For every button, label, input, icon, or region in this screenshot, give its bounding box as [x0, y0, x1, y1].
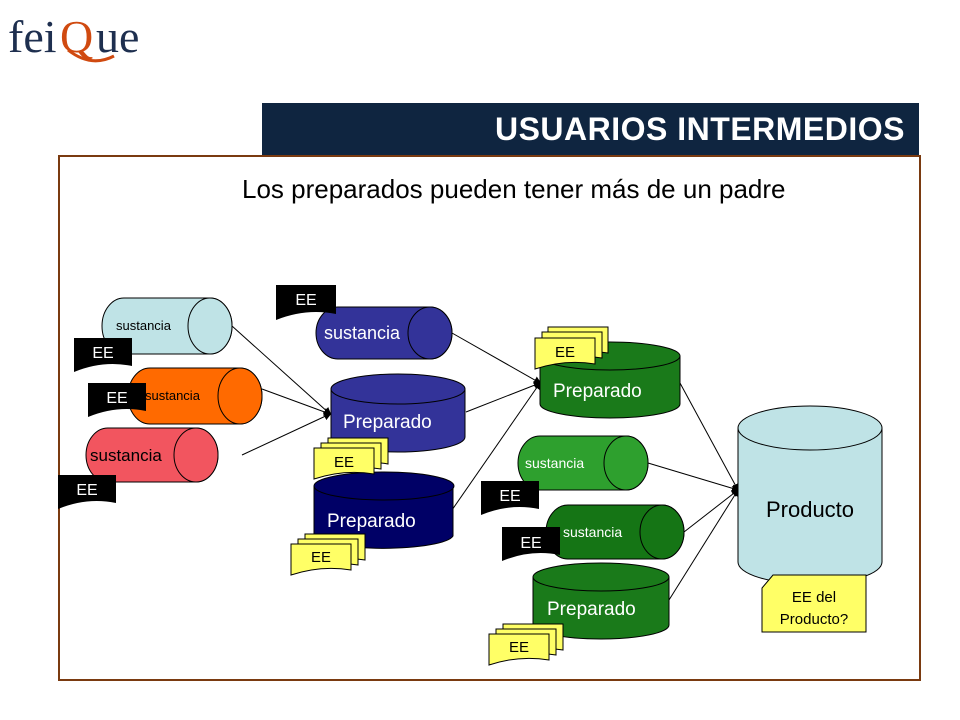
page-title: USUARIOS INTERMEDIOS: [494, 111, 905, 147]
title-bar: USUARIOS INTERMEDIOS: [262, 103, 919, 155]
edge-sust5-producto: [647, 462, 740, 493]
logo-text-ue: ue: [96, 11, 139, 62]
ee-tag-black-6: EE: [502, 527, 560, 561]
edge-prep3-prep2: [451, 381, 542, 511]
preparado-label-4: Preparado: [547, 599, 636, 620]
ee-producto-line2: Producto?: [780, 611, 848, 628]
producto-label: Producto: [766, 497, 854, 522]
connectors: [231, 325, 740, 601]
subtitle: Los preparados pueden tener más de un pa…: [242, 174, 786, 204]
ee-tag-black-4: EE: [58, 475, 116, 509]
ee-tag-black-3-label: EE: [106, 390, 127, 407]
ee-stack-yellow-2: EE: [313, 437, 389, 480]
ee-tag-black-5: EE: [481, 481, 539, 515]
edge-prep4-producto: [668, 488, 740, 601]
ee-tag-black-1: EE: [276, 285, 336, 320]
ee-tag-black-1-label: EE: [295, 292, 316, 309]
sustancia-node-1: sustancia: [101, 297, 233, 355]
sustancia-label-3: sustancia: [90, 446, 162, 465]
content-frame: [58, 155, 921, 681]
ee-stack-yellow-1: EE: [534, 326, 609, 370]
sustancia-label-4: sustancia: [324, 323, 401, 343]
sustancia-node-3: sustancia: [85, 427, 219, 483]
sustancia-label-6: sustancia: [563, 524, 622, 540]
sustancia-node-4: sustancia: [315, 306, 453, 360]
ee-tag-black-2-label: EE: [92, 345, 113, 362]
preparado-label-1: Preparado: [343, 412, 432, 433]
preparado-label-2: Preparado: [553, 381, 642, 402]
preparado-label-3: Preparado: [327, 511, 416, 532]
ee-tag-black-5-label: EE: [499, 488, 520, 505]
edge-prep1-prep2: [465, 381, 542, 413]
logo-text-fei: fei: [8, 11, 57, 62]
edge-sust1-prep1: [231, 325, 332, 416]
sustancia-label-1: sustancia: [116, 318, 172, 333]
ee-tag-black-2: EE: [74, 338, 132, 372]
edge-prep2-producto: [679, 382, 739, 492]
logo-swoosh: [67, 48, 115, 63]
edge-sust3-prep1: [241, 412, 332, 456]
ee-tag-black-4-label: EE: [76, 482, 97, 499]
sustancia-label-2: sustancia: [145, 388, 201, 403]
feique-logo: fei Q ue: [8, 11, 139, 63]
ee-producto-line1: EE del: [792, 589, 836, 606]
sustancia-node-6: sustancia: [545, 504, 685, 560]
preparado-node-4: Preparado: [532, 562, 670, 640]
ee-stack-yellow-4-label: EE: [509, 639, 529, 656]
ee-stack-yellow-4: EE: [488, 623, 564, 666]
ee-stack-yellow-1-label: EE: [555, 344, 575, 361]
edge-sust4-prep2: [451, 332, 542, 384]
ee-stack-yellow-2-label: EE: [334, 454, 354, 471]
sustancia-node-2: sustancia: [127, 367, 263, 425]
edge-sust2-prep1: [261, 388, 332, 416]
ee-stack-yellow-3-label: EE: [311, 549, 331, 566]
edge-sust6-producto: [683, 488, 740, 533]
logo-text-q: Q: [60, 11, 93, 62]
preparado-node-1: Preparado: [330, 373, 466, 453]
ee-tag-black-6-label: EE: [520, 535, 541, 552]
ee-tag-black-3: EE: [88, 383, 146, 417]
ee-producto-note: EE del Producto?: [761, 574, 867, 633]
producto-node: Producto: [737, 405, 883, 585]
sustancia-node-5: sustancia: [517, 435, 649, 491]
sustancia-label-5: sustancia: [525, 455, 584, 471]
ee-stack-yellow-3: EE: [290, 533, 366, 576]
